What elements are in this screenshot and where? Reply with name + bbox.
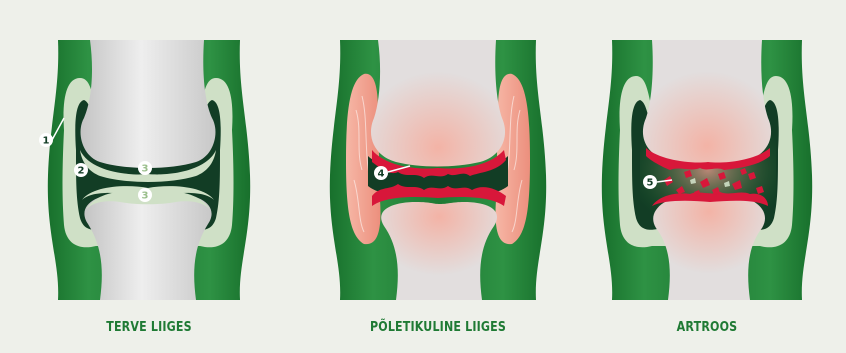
marker-4-label: 4 — [378, 169, 385, 180]
marker-1-label: 1 — [43, 136, 50, 147]
lower-bone — [381, 202, 497, 300]
marker-3b-label: 3 — [142, 191, 149, 202]
upper-bone — [81, 40, 216, 168]
marker-5-label: 5 — [647, 178, 654, 189]
panel-healthy-joint: 1 2 3 3 — [39, 40, 250, 300]
marker-3a-label: 3 — [142, 164, 149, 175]
caption-inflamed-joint: PÕLETIKULINE LIIGES — [331, 319, 544, 335]
panel-inflamed-joint: 4 — [330, 40, 546, 300]
upper-bone — [643, 40, 771, 165]
marker-2-label: 2 — [78, 166, 85, 177]
caption-arthrosis: ARTROOS — [600, 319, 813, 335]
upper-bone — [371, 40, 505, 167]
lower-bone — [653, 196, 765, 300]
lower-bone — [84, 194, 211, 300]
panel-arthrosis-joint: 5 — [602, 40, 812, 300]
caption-healthy-joint: TERVE LIIGES — [42, 319, 255, 335]
